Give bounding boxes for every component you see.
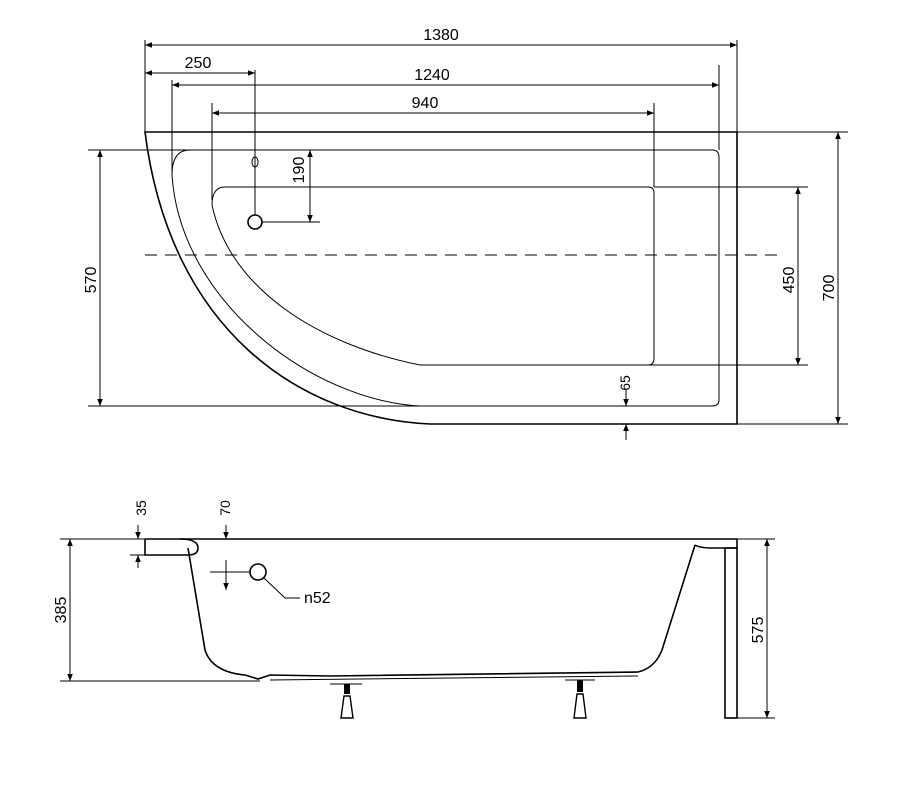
dim-rim-offset: 70	[217, 500, 233, 516]
dim-inner-length: 1240	[414, 67, 450, 84]
drain-icon	[247, 214, 263, 230]
left-leg-icon	[330, 683, 362, 719]
tub-inner-rim	[171, 149, 720, 407]
dim-rim-gap: 65	[617, 375, 633, 391]
dim-basin-depth: 385	[53, 597, 70, 624]
dim-basin-length: 940	[412, 95, 439, 112]
dim-drain-offset: 250	[185, 55, 212, 72]
dim-rim-thickness: 35	[133, 500, 149, 516]
side-view: n52 35 70 385 575	[53, 500, 775, 719]
dim-overflow-diameter: n52	[304, 590, 331, 607]
top-view: 1380 250 1240 940 190 570 450 700	[83, 27, 848, 440]
dim-overall-length: 1380	[423, 27, 459, 44]
overflow-hole-icon	[249, 563, 267, 581]
dim-basin-width: 450	[781, 267, 798, 294]
dim-total-height: 575	[750, 617, 767, 644]
tub-basin-outline	[211, 186, 655, 366]
right-leg-icon	[565, 679, 595, 719]
front-panel	[724, 547, 738, 719]
tub-outer-outline	[144, 131, 738, 425]
tub-side-body	[187, 544, 696, 680]
dim-overall-width: 700	[821, 275, 838, 302]
dim-drain-depth: 190	[291, 157, 308, 184]
dim-inner-width: 570	[83, 267, 100, 294]
